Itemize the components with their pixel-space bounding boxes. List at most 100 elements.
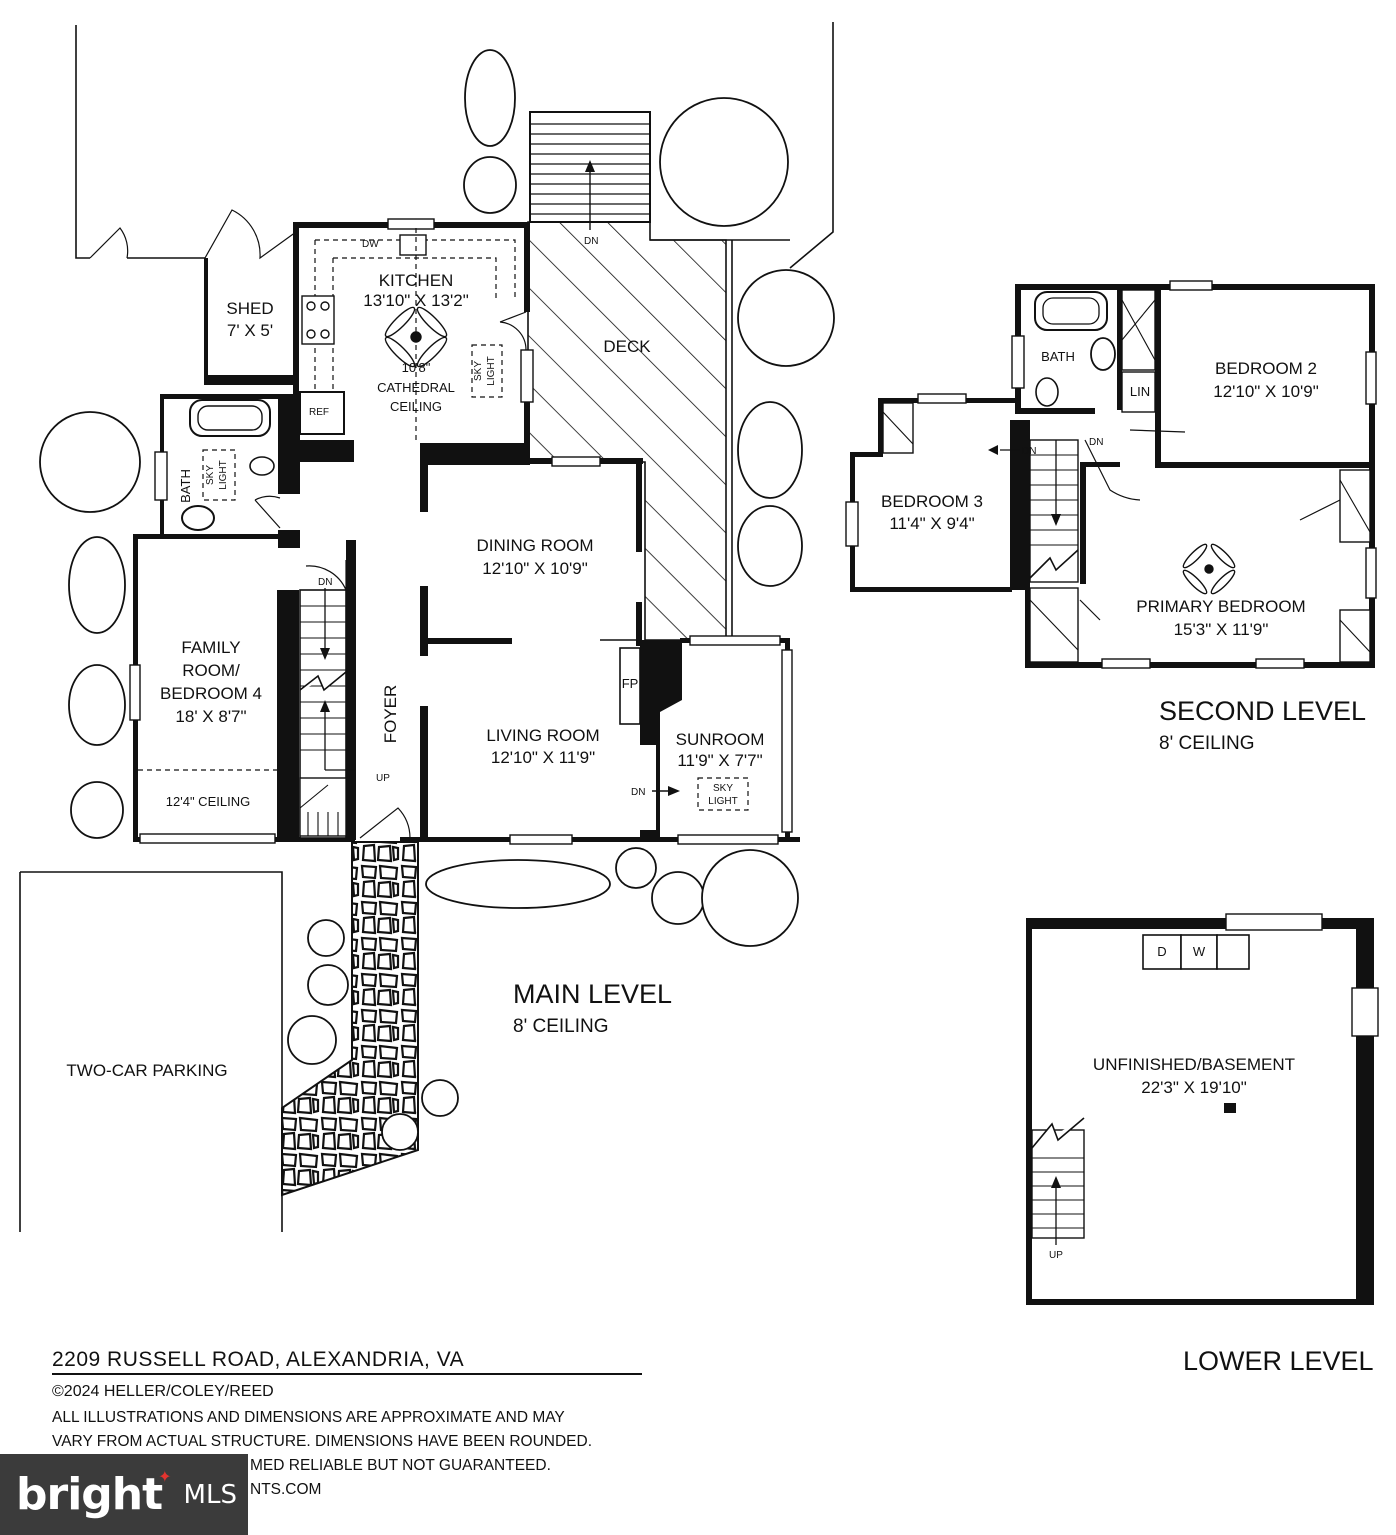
main-stairs-dn: DN [318, 577, 332, 588]
stove [301, 295, 335, 345]
dining-name: DINING ROOM [476, 536, 593, 555]
linen-closet-label: LIN [1130, 384, 1150, 399]
front-door-swing [359, 807, 411, 839]
kitchen-sink [399, 234, 427, 256]
second-level-ceiling: 8' CEILING [1159, 733, 1255, 754]
main-bath-name: BATH [178, 469, 193, 503]
living-window [509, 834, 573, 845]
lower-level [1026, 913, 1379, 1305]
sunroom-skylight [697, 777, 749, 811]
primary-bedroom-name: PRIMARY BEDROOM [1136, 597, 1305, 616]
kitchen-ceiling-word: CEILING [390, 399, 442, 414]
yard-fence-left [75, 25, 90, 259]
washer [1180, 934, 1218, 970]
gate-door-swing-2 [204, 209, 297, 260]
main-level [19, 22, 834, 1232]
kitchen-ceiling-height: 10'8" [402, 360, 431, 375]
bathtub [189, 399, 271, 437]
landscaping [39, 49, 835, 1151]
room-labels: KITCHEN 13'10" X 13'2" 10'8" CATHEDRAL C… [66, 236, 1373, 1376]
bedroom3-side-window [845, 501, 859, 547]
mls-logo-text: MLS [183, 1479, 237, 1510]
yard-fence-right [789, 22, 834, 269]
bath-skylight-label-1: SKY [205, 465, 216, 485]
living-name: LIVING ROOM [486, 726, 599, 745]
bedroom2-side-window [1365, 351, 1377, 405]
kitchen-skylight-label-1: SKY [473, 361, 484, 381]
primary-side-window [1365, 547, 1377, 599]
sunroom-window-top [689, 635, 781, 646]
sunroom-skylight-label-1: SKY [713, 783, 733, 794]
bath-skylight [202, 449, 236, 501]
bedroom2-size: 12'10" X 10'9" [1213, 382, 1319, 401]
sunroom-name: SUNROOM [676, 730, 765, 749]
shed-name: SHED [226, 299, 273, 318]
deck-stairs-dn: DN [584, 236, 598, 247]
kitchen-window [387, 218, 435, 230]
kitchen-skylight [471, 344, 503, 398]
parking-label: TWO-CAR PARKING [66, 1061, 227, 1080]
sunroom-window-side [781, 649, 793, 833]
fireplace-label: FP [622, 676, 639, 691]
kitchen-name: KITCHEN [379, 271, 454, 290]
deck-stairs [529, 111, 651, 230]
dining-window [551, 456, 601, 467]
gate-door-swing [89, 227, 129, 259]
deck-door-swing [499, 311, 527, 351]
refrigerator-label: REF [309, 407, 329, 418]
upper-bath-window [1011, 335, 1025, 389]
primary-window-1 [1101, 658, 1151, 669]
family-ceiling: 12'4" CEILING [166, 794, 250, 809]
sunroom-step-dn: DN [631, 787, 645, 798]
primary-window-2 [1255, 658, 1305, 669]
upper-bath-name: BATH [1041, 349, 1075, 364]
main-level-ceiling: 8' CEILING [513, 1016, 609, 1037]
deck-name: DECK [603, 337, 651, 356]
family-name-2: ROOM/ [182, 661, 240, 680]
bath-sink [181, 505, 215, 531]
kitchen-counters [314, 239, 516, 400]
foyer-name: FOYER [381, 685, 400, 744]
shed-size: 7' X 5' [227, 321, 273, 340]
second-level [845, 280, 1377, 669]
kitchen-skylight-label-2: LIGHT [486, 356, 497, 385]
disclaimer-line-1: ALL ILLUSTRATIONS AND DIMENSIONS ARE APP… [52, 1409, 565, 1426]
bedroom2-name: BEDROOM 2 [1215, 359, 1317, 378]
kitchen-ceiling-type: CATHEDRAL [377, 380, 455, 395]
washer-label: W [1193, 944, 1206, 959]
bedroom3-name: BEDROOM 3 [881, 492, 983, 511]
bedroom3-size: 11'4" X 9'4" [889, 514, 974, 533]
copyright-notice: ©2024 HELLER/COLEY/REED [52, 1383, 274, 1400]
sunroom-size: 11'9" X 7'7" [677, 751, 762, 770]
main-stairs [299, 560, 355, 839]
bedroom3-window [917, 393, 967, 404]
primary-bedroom-size: 15'3" X 11'9" [1174, 620, 1269, 639]
sunroom-skylight-label-2: LIGHT [708, 796, 737, 807]
dryer [1142, 934, 1182, 970]
toilet [249, 456, 275, 476]
bedroom2-window [1169, 280, 1213, 291]
basement-window [1225, 913, 1323, 931]
family-front-window [139, 833, 276, 844]
bath-window [154, 451, 168, 501]
family-size: 18' X 8'7" [175, 707, 246, 726]
bath-door [254, 495, 281, 529]
main-stairs-up: UP [376, 773, 390, 784]
refrigerator [299, 391, 345, 435]
kitchen-size: 13'10" X 13'2" [363, 291, 469, 310]
second-level-title: SECOND LEVEL [1159, 696, 1366, 726]
disclaimer-line-2: VARY FROM ACTUAL STRUCTURE. DIMENSIONS H… [52, 1433, 592, 1450]
bright-logo-text: bright [16, 1469, 163, 1520]
bright-mls-watermark: bright ✦ MLS [0, 1454, 248, 1535]
support-post [1224, 1103, 1236, 1113]
upper-landing-dn: DN [1022, 446, 1036, 457]
dryer-label: D [1157, 944, 1166, 959]
basement-name: UNFINISHED/BASEMENT [1093, 1055, 1295, 1074]
family-window [129, 664, 141, 721]
fireplace [619, 647, 641, 725]
sunroom-window-front [677, 834, 779, 845]
property-address: 2209 RUSSELL ROAD, ALEXANDRIA, VA [52, 1348, 465, 1371]
dining-size: 12'10" X 10'9" [482, 559, 588, 578]
kitchen-side-window [520, 349, 534, 403]
